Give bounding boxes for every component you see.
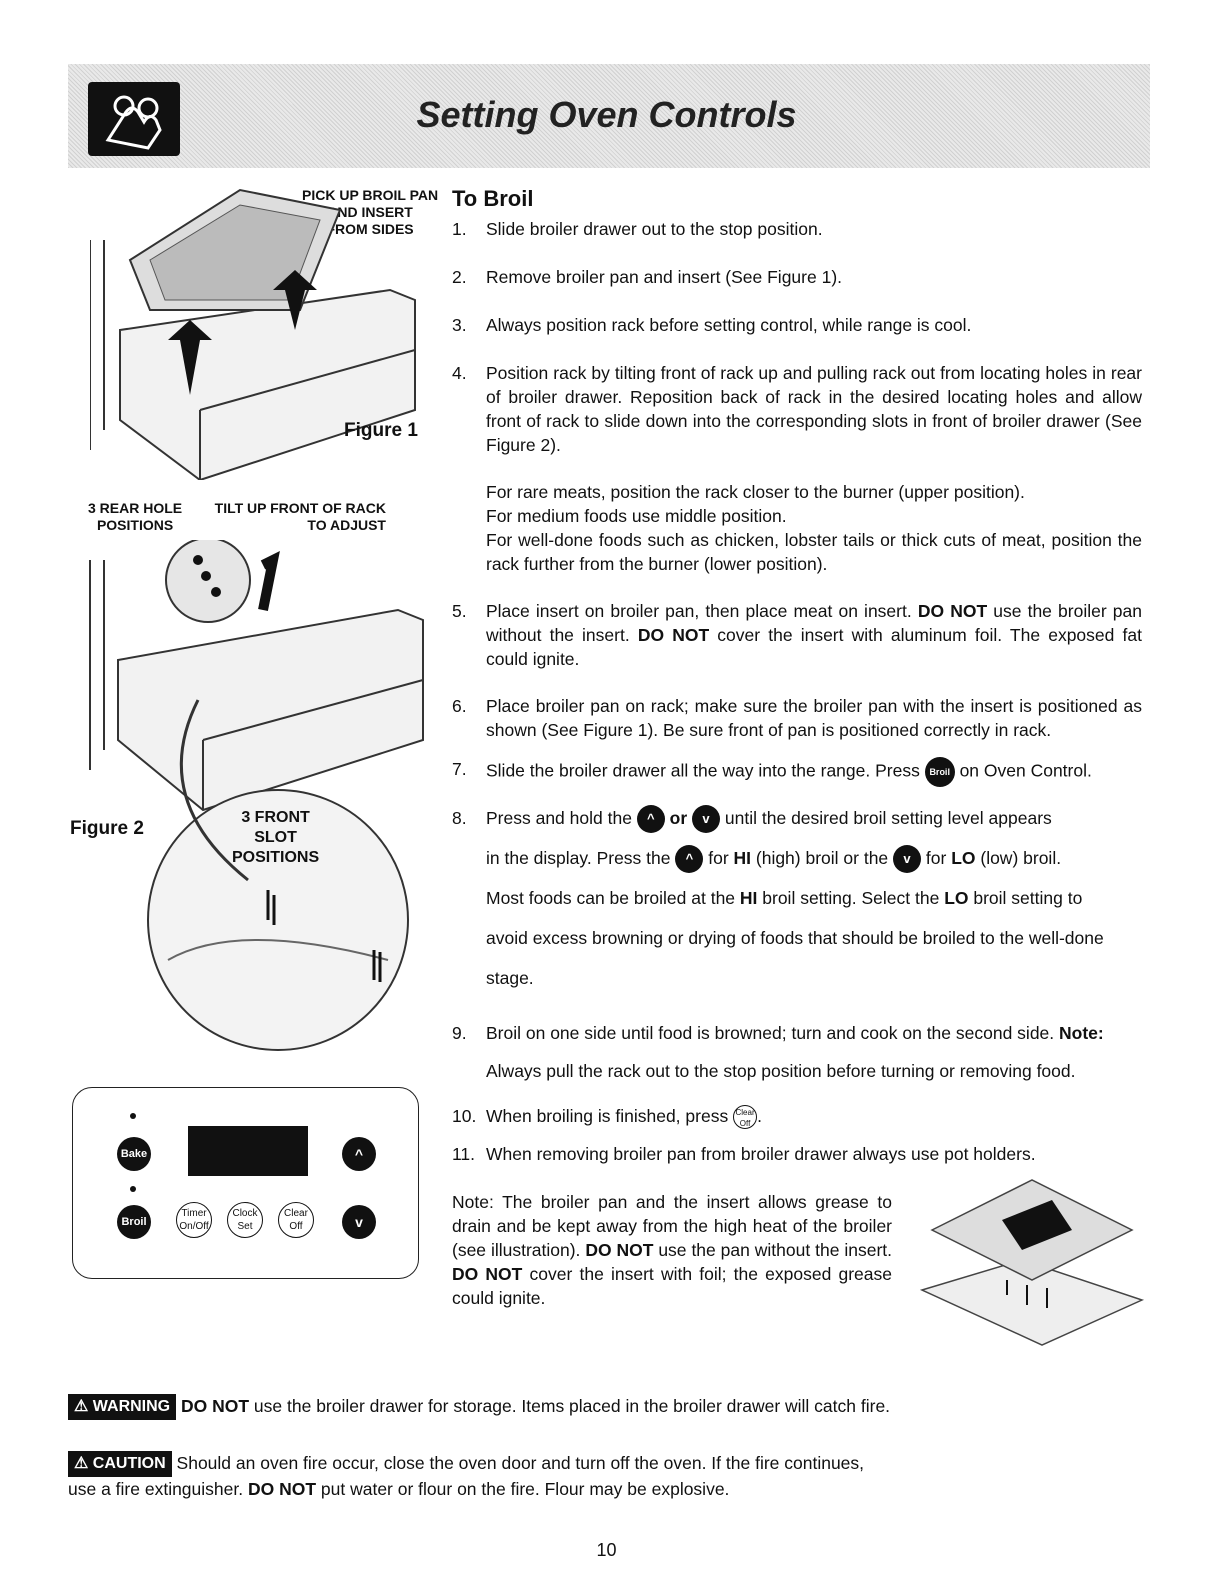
step-11: 11. When removing broiler pan from broil… (452, 1144, 1036, 1164)
broil-indicator-dot (130, 1186, 136, 1192)
warning-badge: ⚠ WARNING (68, 1394, 177, 1421)
bake-button[interactable]: Bake (117, 1137, 151, 1171)
step-3: 3. Always position rack before setting c… (452, 315, 972, 335)
broil-key-icon: Broil (924, 757, 955, 787)
figure2-callout-front: 3 FRONT SLOT POSITIONS (232, 809, 320, 866)
section-title: To Broil (452, 186, 534, 211)
clear-off-key-icon: Clear Off (733, 1105, 758, 1130)
caution-line: ⚠ CAUTION Should an oven fire occur, clo… (68, 1451, 865, 1500)
down-arrow-button[interactable]: v (342, 1205, 376, 1239)
clock-set-button[interactable]: Clock Set (227, 1202, 263, 1238)
figure1-callout: PICK UP BROIL PAN AND INSERT FROM SIDES (302, 187, 439, 237)
step-8: 8. Press and hold the ^ or v until the d… (452, 805, 1142, 998)
step-10: 10. When broiling is finished, press Cle… (452, 1105, 762, 1130)
header-banner (68, 64, 1150, 168)
hand-touch-icon (88, 82, 180, 156)
rack-position-guidance: For rare meats, position the rack closer… (486, 482, 1142, 574)
page-number: 10 (596, 1540, 617, 1560)
page-title: Setting Oven Controls (416, 94, 797, 135)
caution-badge: ⚠ CAUTION (68, 1451, 172, 1478)
figure2-label: Figure 2 (70, 818, 144, 839)
bake-indicator-dot (130, 1113, 136, 1119)
step-1: 1. Slide broiler drawer out to the stop … (452, 219, 823, 239)
step-2: 2. Remove broiler pan and insert (See Fi… (452, 267, 843, 287)
down-arrow-key-icon: v (893, 845, 922, 874)
step-7: 7. Slide the broiler drawer all the way … (452, 757, 1142, 787)
figure1-illustration (89, 180, 420, 482)
up-arrow-key-icon: ^ (636, 805, 665, 834)
down-arrow-key-icon: v (692, 805, 721, 834)
oven-display (188, 1126, 308, 1176)
step-5: 5. Place insert on broiler pan, then pla… (452, 601, 1142, 669)
warning-line: ⚠ WARNING DO NOT use the broiler drawer … (68, 1394, 1148, 1421)
step-6: 6. Place broiler pan on rack; make sure … (452, 696, 1142, 740)
clear-off-button[interactable]: Clear Off (278, 1202, 314, 1238)
oven-control-panel (72, 1087, 419, 1279)
step-9: 9. Broil on one side until food is brown… (452, 1023, 1104, 1081)
broiler-pan-illustration (912, 1170, 1152, 1350)
figure2-illustration (88, 537, 428, 1080)
up-arrow-button[interactable]: ^ (342, 1137, 376, 1171)
up-arrow-key-icon: ^ (675, 845, 704, 874)
broil-button[interactable]: Broil (117, 1205, 151, 1239)
figure1-label: Figure 1 (344, 420, 418, 441)
broiler-note: Note: The broiler pan and the insert all… (452, 1192, 892, 1308)
step-4: 4. Position rack by tilting front of rac… (452, 363, 1142, 455)
figure2-callout-tilt: TILT UP FRONT OF RACK TO ADJUST (214, 500, 386, 533)
figure2-callout-rear: 3 REAR HOLE POSITIONS (88, 500, 183, 533)
timer-button[interactable]: Timer On/Off (176, 1202, 212, 1238)
